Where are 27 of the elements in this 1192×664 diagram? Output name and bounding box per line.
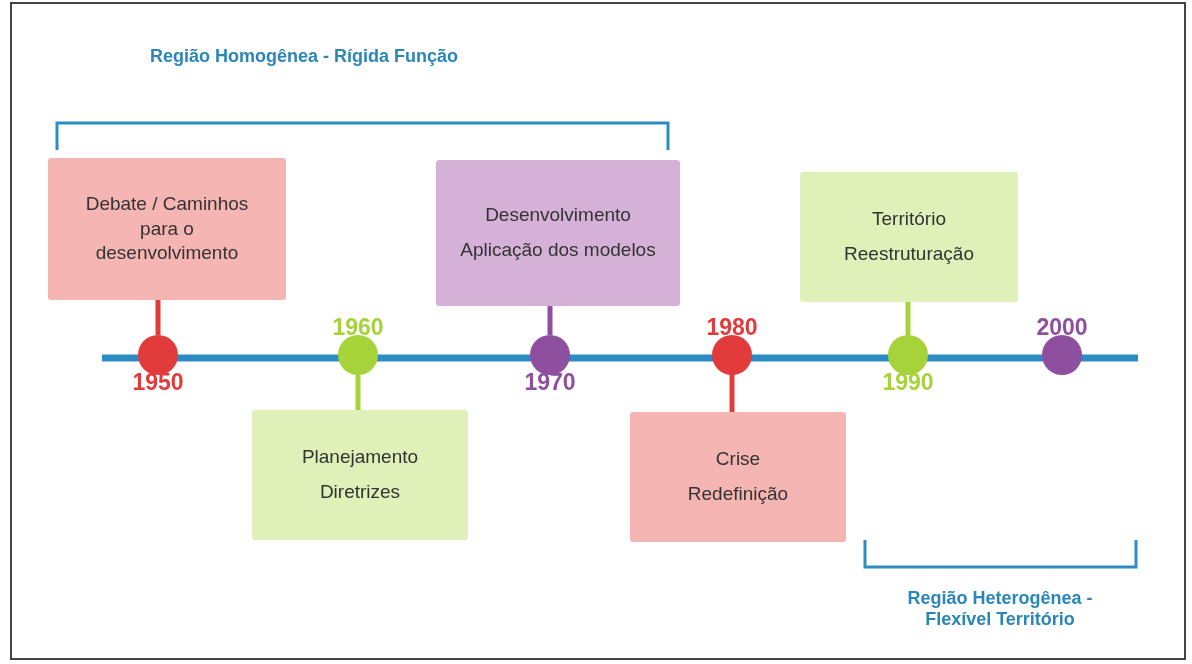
event-box	[800, 172, 1018, 302]
connector-line	[729, 375, 735, 412]
region-label: Região Heterogênea - Flexível Território	[906, 588, 1094, 630]
event-box	[436, 160, 680, 306]
event-box	[48, 158, 286, 300]
event-text: Debate / Caminhos para o desenvolvimento	[84, 191, 250, 266]
year-label: 1950	[132, 369, 184, 396]
connector-line	[355, 375, 361, 410]
connector-line	[905, 302, 911, 335]
event-text: Redefinição	[687, 482, 789, 506]
event-box	[252, 410, 468, 540]
event-box	[630, 412, 846, 542]
year-label: 1980	[706, 314, 758, 341]
connector-line	[547, 306, 553, 335]
year-label: 1960	[332, 314, 384, 341]
event-text: Diretrizes	[319, 480, 401, 504]
region-label: Região Homogênea - Rígida Função	[150, 46, 459, 67]
connector-line	[155, 300, 161, 335]
year-label: 2000	[1036, 314, 1088, 341]
event-text: Crise	[715, 447, 761, 472]
event-text: Território	[872, 207, 946, 232]
year-label: 1970	[524, 369, 576, 396]
year-label: 1990	[882, 369, 934, 396]
event-text: Aplicação dos modelos	[460, 238, 656, 262]
event-text: Desenvolvimento	[485, 203, 631, 228]
event-text: Reestruturação	[844, 242, 974, 266]
event-text: Planejamento	[301, 445, 419, 470]
